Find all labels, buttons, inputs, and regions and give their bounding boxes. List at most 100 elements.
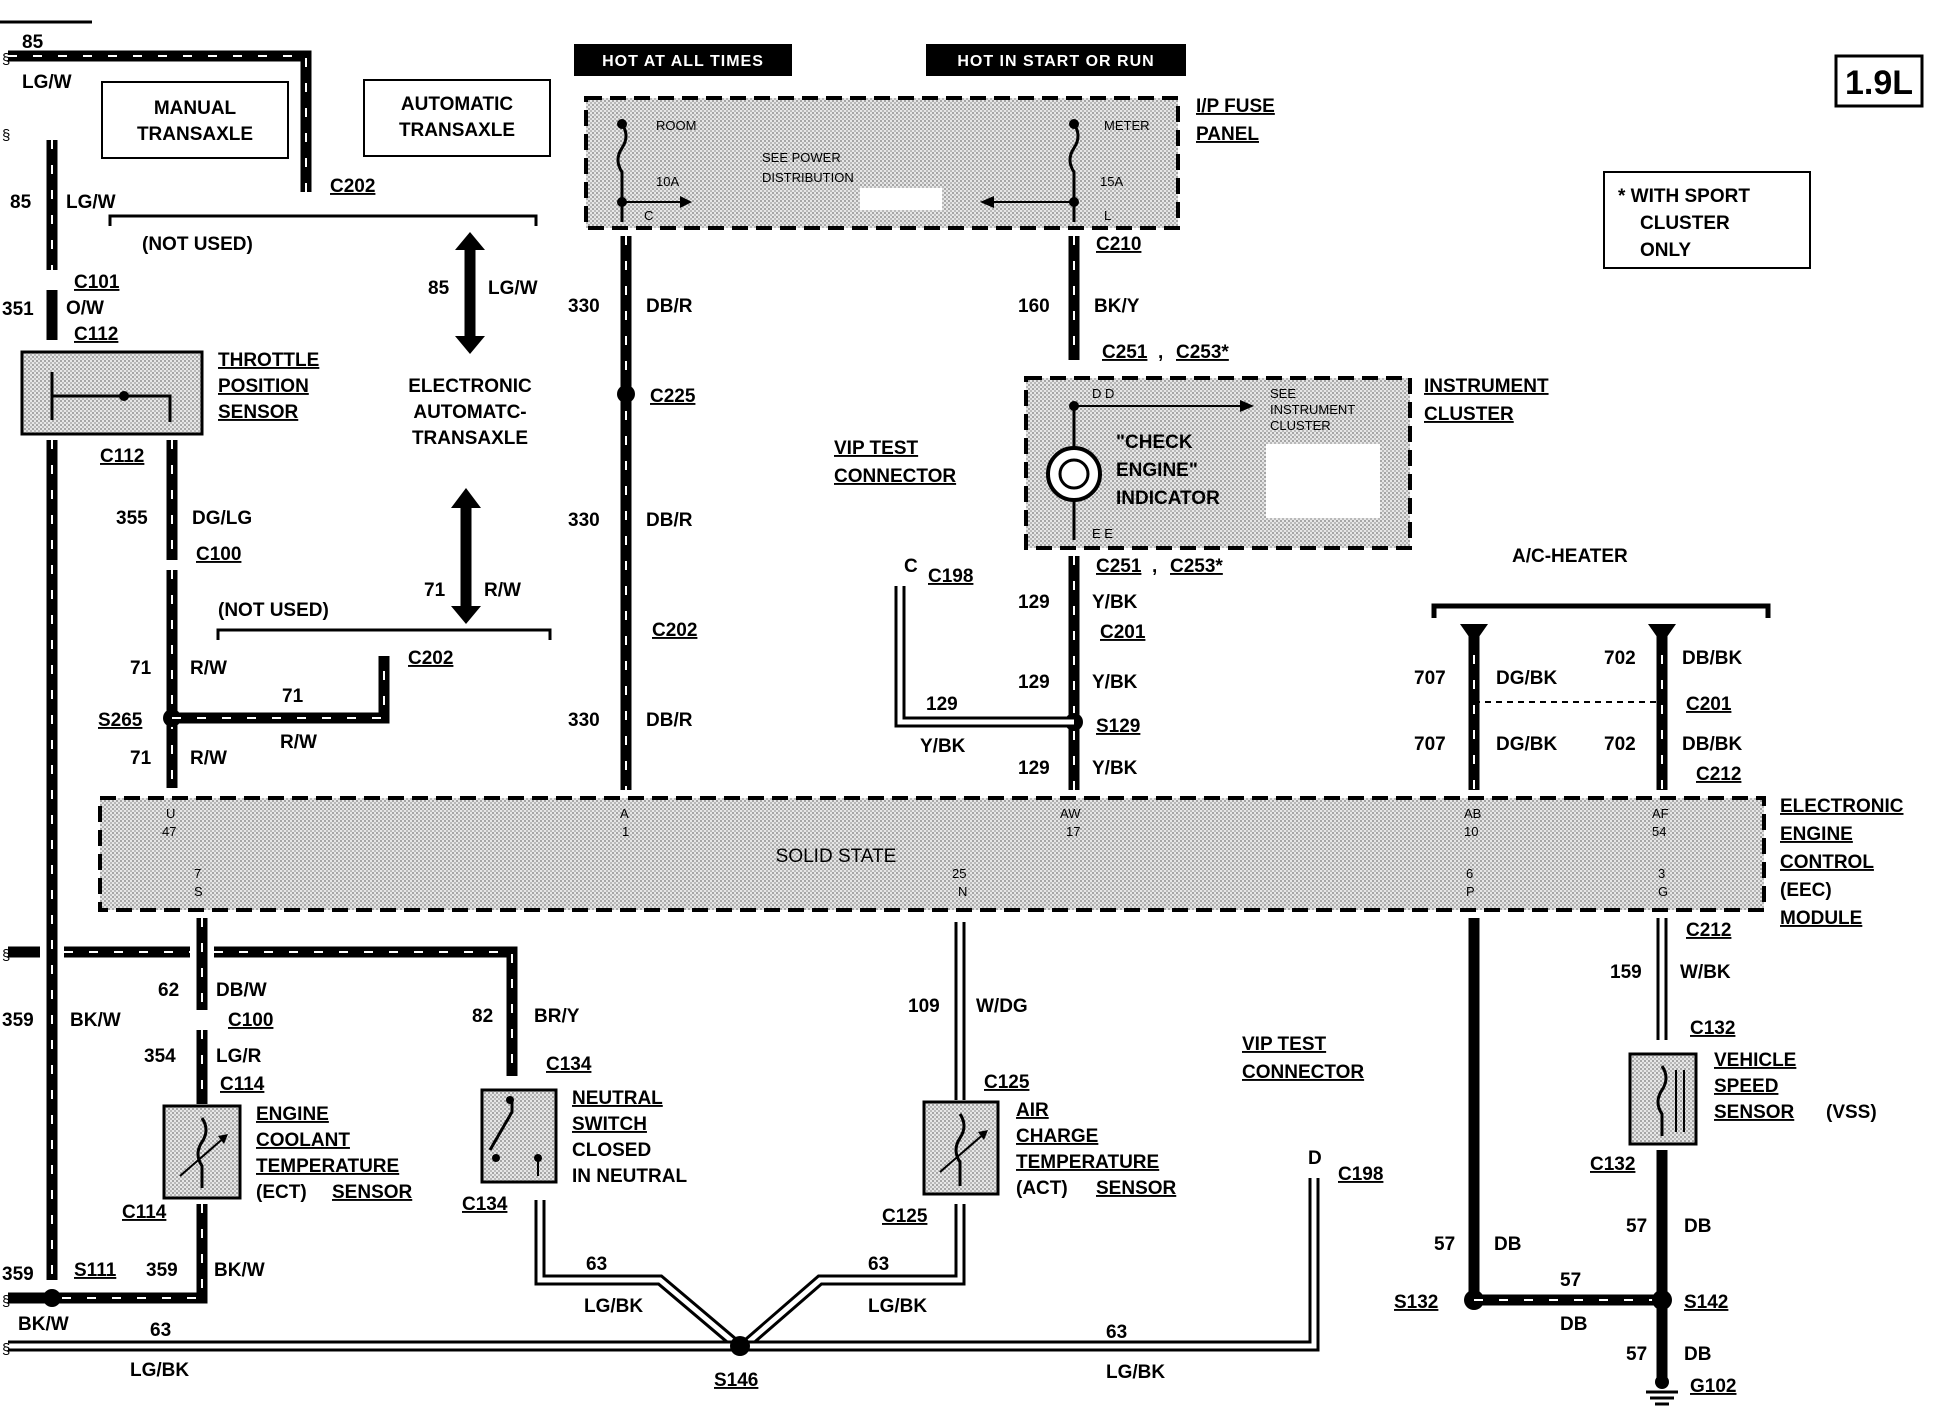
components-see-power-1-label: DISTRIBUTION [762,170,854,185]
connectors-c125b-label: C125 [882,1206,928,1227]
eec-pins-0-top-label: U [166,806,175,821]
connectors-c100b-label: C100 [228,1010,273,1031]
connectors-c202c-label: C202 [652,620,697,641]
components-solid-state-label: SOLID STATE [776,846,897,867]
components-not-used-label: (NOT USED) [218,600,329,621]
eec-pins-bottom-2-bot-label: P [1466,884,1475,899]
eec-pins-1-num-label: 1 [622,824,629,839]
wire-labels-w330c-label: 330 [568,710,600,731]
wire-labels-w57c-c-label: DB [1684,1216,1711,1237]
connectors-c114b-label: C114 [122,1202,167,1223]
components-check-engine-1-label: ENGINE" [1116,460,1198,481]
wire-labels-w359c-c-label: BK/W [214,1260,265,1281]
wire-labels-w71a-label: 71 [130,658,152,679]
connectors-c132b-label: C132 [1590,1154,1635,1175]
components-manual-transaxle-0-label: MANUAL [154,98,237,119]
eec-pins-bottom-0-num-label: 7 [194,866,201,881]
wire-labels-w62-label: 62 [158,980,179,1001]
components-vss-0-label: VEHICLE [1714,1050,1796,1071]
label-label: § [2,1293,10,1310]
sport-cluster-note: * WITH SPORT CLUSTER ONLY [1603,171,1811,269]
components-act-0-label: AIR [1016,1100,1049,1121]
label-label: § [2,947,10,964]
components-see-power-0-label: SEE POWER [762,150,841,165]
instrument-cluster: D D SEE INSTRUMENT CLUSTER "CHECK ENGINE… [1024,376,1412,550]
components-eec-0-label: ELECTRONIC [1780,796,1904,817]
connectors-s129-label: S129 [1096,716,1140,737]
eec-pins-0-num-label: 47 [162,824,176,839]
connectors-c125a-label: C125 [984,1072,1030,1093]
wire-labels-w57b-label: 57 [1560,1270,1581,1291]
components-check-engine-2-label: INDICATOR [1116,488,1220,509]
wire-labels-w129b-c-label: Y/BK [1092,672,1138,693]
wire-labels-w159-label: 159 [1610,962,1642,983]
connectors-c112a-label: C112 [74,324,118,345]
eec-pins-4-top-label: AF [1652,806,1669,821]
eec-pins-bottom-3-bot-label: G [1658,884,1668,899]
wire-labels-w330b-label: 330 [568,510,600,531]
wire-labels-w57b-c-label: DB [1560,1314,1587,1335]
wire-labels-w63d-c-label: LG/BK [1106,1362,1165,1383]
label-label: , [1158,342,1163,363]
connectors-s265-label: S265 [98,710,143,731]
components-ect-3-label: (ECT) [256,1182,307,1203]
wire-labels-w351-label: 351 [2,299,34,320]
wire-labels-w159-c-label: W/BK [1680,962,1731,983]
components-fuse-10a-label: 10A [656,174,679,189]
wire-labels-w57a-label: 57 [1434,1234,1455,1255]
connectors-c134b-label: C134 [462,1194,508,1215]
wire-labels-w129b-label: 129 [1018,672,1050,693]
components-sport-note-0-label: * WITH SPORT [1618,186,1750,207]
wire-labels-w82-label: 82 [472,1006,493,1027]
wire-labels-w85b-c-label: LG/W [66,192,116,213]
eec-pins-2-top-label: AW [1060,806,1081,821]
components-vss-3-label: (VSS) [1826,1102,1877,1123]
wire-labels-w62-c-label: DB/W [216,980,267,1001]
eec-pins-bottom-3-num-label: 3 [1658,866,1665,881]
eec-pins-3-num-label: 10 [1464,824,1478,839]
wire-labels-w63b-c-label: LG/BK [868,1296,927,1317]
components-fuse-room-label: ROOM [656,118,696,133]
wire-labels-w702a-label: 702 [1604,648,1636,669]
components-see-instrument-2-label: CLUSTER [1270,418,1331,433]
wire-labels-w85b-label: 85 [10,192,32,213]
connectors-c114a-label: C114 [220,1074,265,1095]
connectors-c134a-label: C134 [546,1054,592,1075]
connectors-c253a-label: C253* [1176,342,1229,363]
wire-labels-w57d-label: 57 [1626,1344,1647,1365]
wire-labels-w82-c-label: BR/Y [534,1006,580,1027]
throttle-position-sensor: THROTTLE POSITION SENSOR [20,350,319,436]
components-vip-test-1-1-label: CONNECTOR [834,466,956,487]
components-tps-2-label: SENSOR [218,402,299,423]
eec-pins-bottom-2-num-label: 6 [1466,866,1473,881]
wire-labels-w129c-label: 129 [1018,758,1050,779]
connectors-c202b-label: C202 [408,648,453,669]
wire-labels-w129a-label: 129 [1018,592,1050,613]
components-eatx-2-label: TRANSAXLE [412,428,528,449]
components-sport-note-2-label: ONLY [1640,240,1691,261]
wire-labels-w129d-c-label: Y/BK [920,736,966,757]
components-ac-heater-label: A/C-HEATER [1512,546,1628,567]
connectors-c225-label: C225 [650,386,696,407]
components-ect-1-label: COOLANT [256,1130,350,1151]
components-ect-4-label: SENSOR [332,1182,413,1203]
vehicle-speed-sensor: VEHICLE SPEED SENSOR (VSS) [1628,1050,1877,1146]
header-hot-at-all-times: HOT AT ALL TIMES [574,44,792,76]
components-fuse-pin-c-label: C [644,208,653,223]
components-eec-2-label: CONTROL [1780,852,1874,873]
connectors-c202a-label: C202 [330,176,375,197]
wire-labels-w63d-label: 63 [1106,1322,1127,1343]
components-instrument-cluster-0-label: INSTRUMENT [1424,376,1549,397]
wire-break-left: § [2,51,10,68]
components-act-4-label: SENSOR [1096,1178,1177,1199]
connectors-c201a-label: C201 [1100,622,1146,643]
wire-labels-w359d-c-label: BK/W [18,1314,69,1335]
manual-transaxle-box: MANUAL TRANSAXLE [101,81,289,159]
connectors-c251a-label: C251 [1102,342,1148,363]
wire-labels-w330a-c-label: DB/R [646,296,693,317]
components-neutral-1-label: SWITCH [572,1114,647,1135]
connectors-s132-label: S132 [1394,1292,1438,1313]
wire-labels-w71d-c-label: R/W [484,580,521,601]
wire-labels-w351-c-label: O/W [66,298,104,319]
